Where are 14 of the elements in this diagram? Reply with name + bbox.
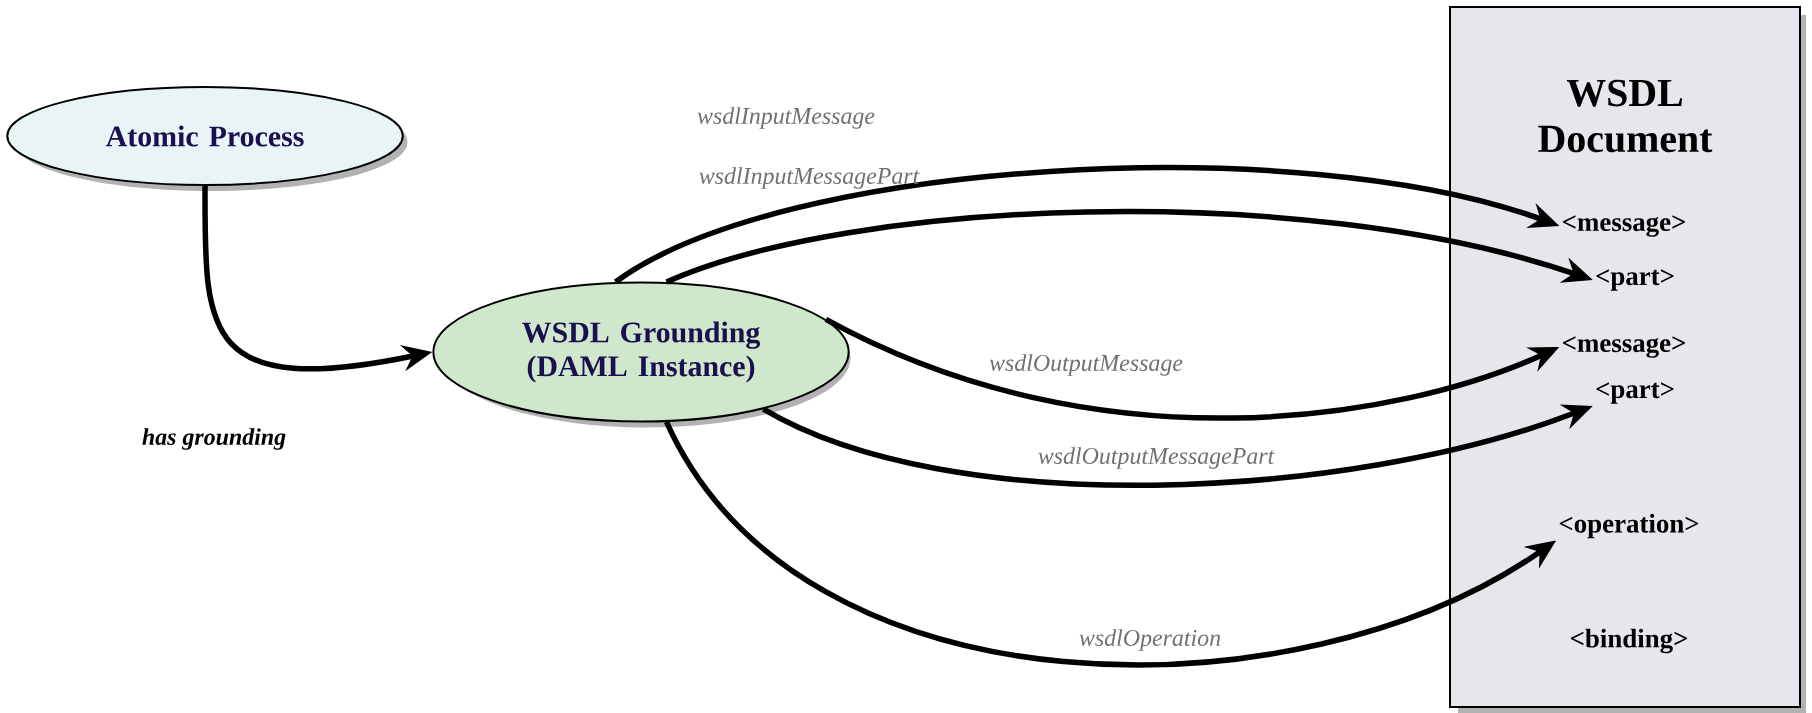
element-tag: <binding> <box>1570 628 1687 654</box>
ellipse-node: WSDL Grounding (DAML Instance) <box>432 281 850 423</box>
edge-label: has grounding <box>142 428 286 450</box>
element-tag: <part> <box>1596 382 1674 404</box>
element-tag: <message> <box>1562 215 1685 237</box>
element-tag: <part> <box>1596 269 1674 291</box>
element-tag: <message> <box>1562 336 1685 358</box>
edge-label: wsdlInputMessagePart <box>699 167 920 189</box>
edge-label: wsdlInputMessage <box>697 107 875 129</box>
element-tag: <operation> <box>1559 513 1699 539</box>
edge-label: wsdlOutputMessagePart <box>1038 447 1275 469</box>
edge-label: wsdlOutputMessage <box>989 354 1183 376</box>
edge-label: wsdlOperation <box>1079 629 1221 651</box>
ellipse-node: Atomic Process <box>6 86 404 186</box>
